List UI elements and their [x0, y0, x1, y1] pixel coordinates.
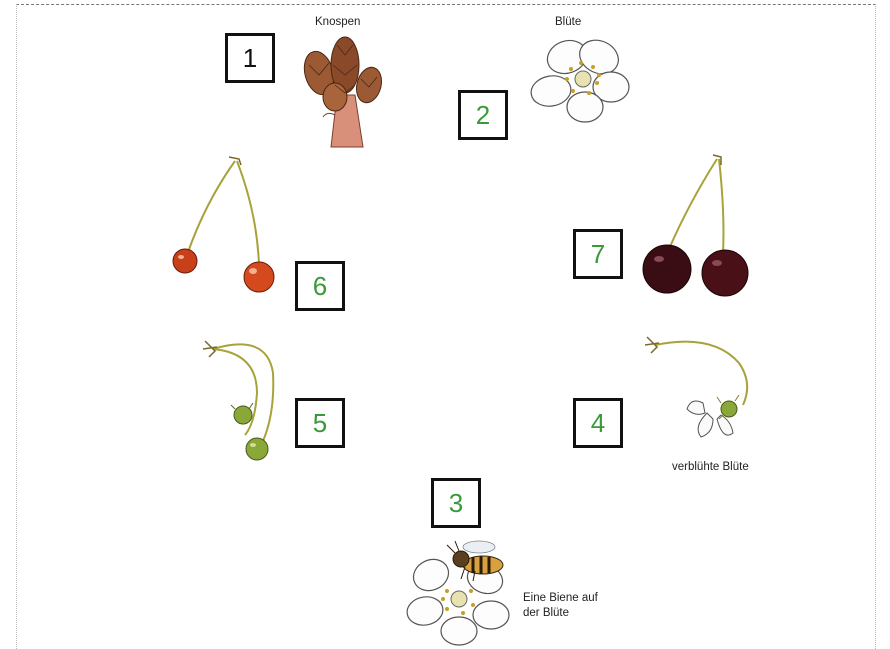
buds-illustration	[297, 35, 397, 150]
red-cherries-illustration	[165, 153, 285, 298]
stage-6-number: 6	[313, 271, 327, 302]
stage-6-number-box: 6	[295, 261, 345, 311]
stage-2-number-box: 2	[458, 90, 508, 140]
stage-4-label: verblühte Blüte	[672, 460, 749, 475]
stage-1-number: 1	[243, 43, 257, 74]
stage-7-number: 7	[591, 239, 605, 270]
cherry-lifecycle-diagram: 1 Knospen 2 Blüte 6	[16, 4, 876, 649]
stage-4-number-box: 4	[573, 398, 623, 448]
stage-3-label-line-2: der Blüte	[523, 606, 598, 621]
dark-cherries-illustration	[639, 153, 759, 301]
stage-2-number: 2	[476, 100, 490, 131]
stage-3-number: 3	[449, 488, 463, 519]
stage-3-label-line-1: Eine Biene auf	[523, 591, 598, 606]
stage-7-number-box: 7	[573, 229, 623, 279]
stage-2-label: Blüte	[555, 15, 581, 30]
green-cherries-illustration	[197, 323, 287, 468]
stage-1-label: Knospen	[315, 15, 360, 30]
stage-1-number-box: 1	[225, 33, 275, 83]
stage-5-number: 5	[313, 408, 327, 439]
wilted-blossom-illustration	[643, 323, 763, 453]
stage-3-label: Eine Biene auf der Blüte	[523, 591, 598, 621]
blossom-illustration	[527, 35, 632, 125]
bee-on-blossom-illustration	[405, 535, 515, 649]
stage-5-number-box: 5	[295, 398, 345, 448]
stage-3-number-box: 3	[431, 478, 481, 528]
stage-4-number: 4	[591, 408, 605, 439]
